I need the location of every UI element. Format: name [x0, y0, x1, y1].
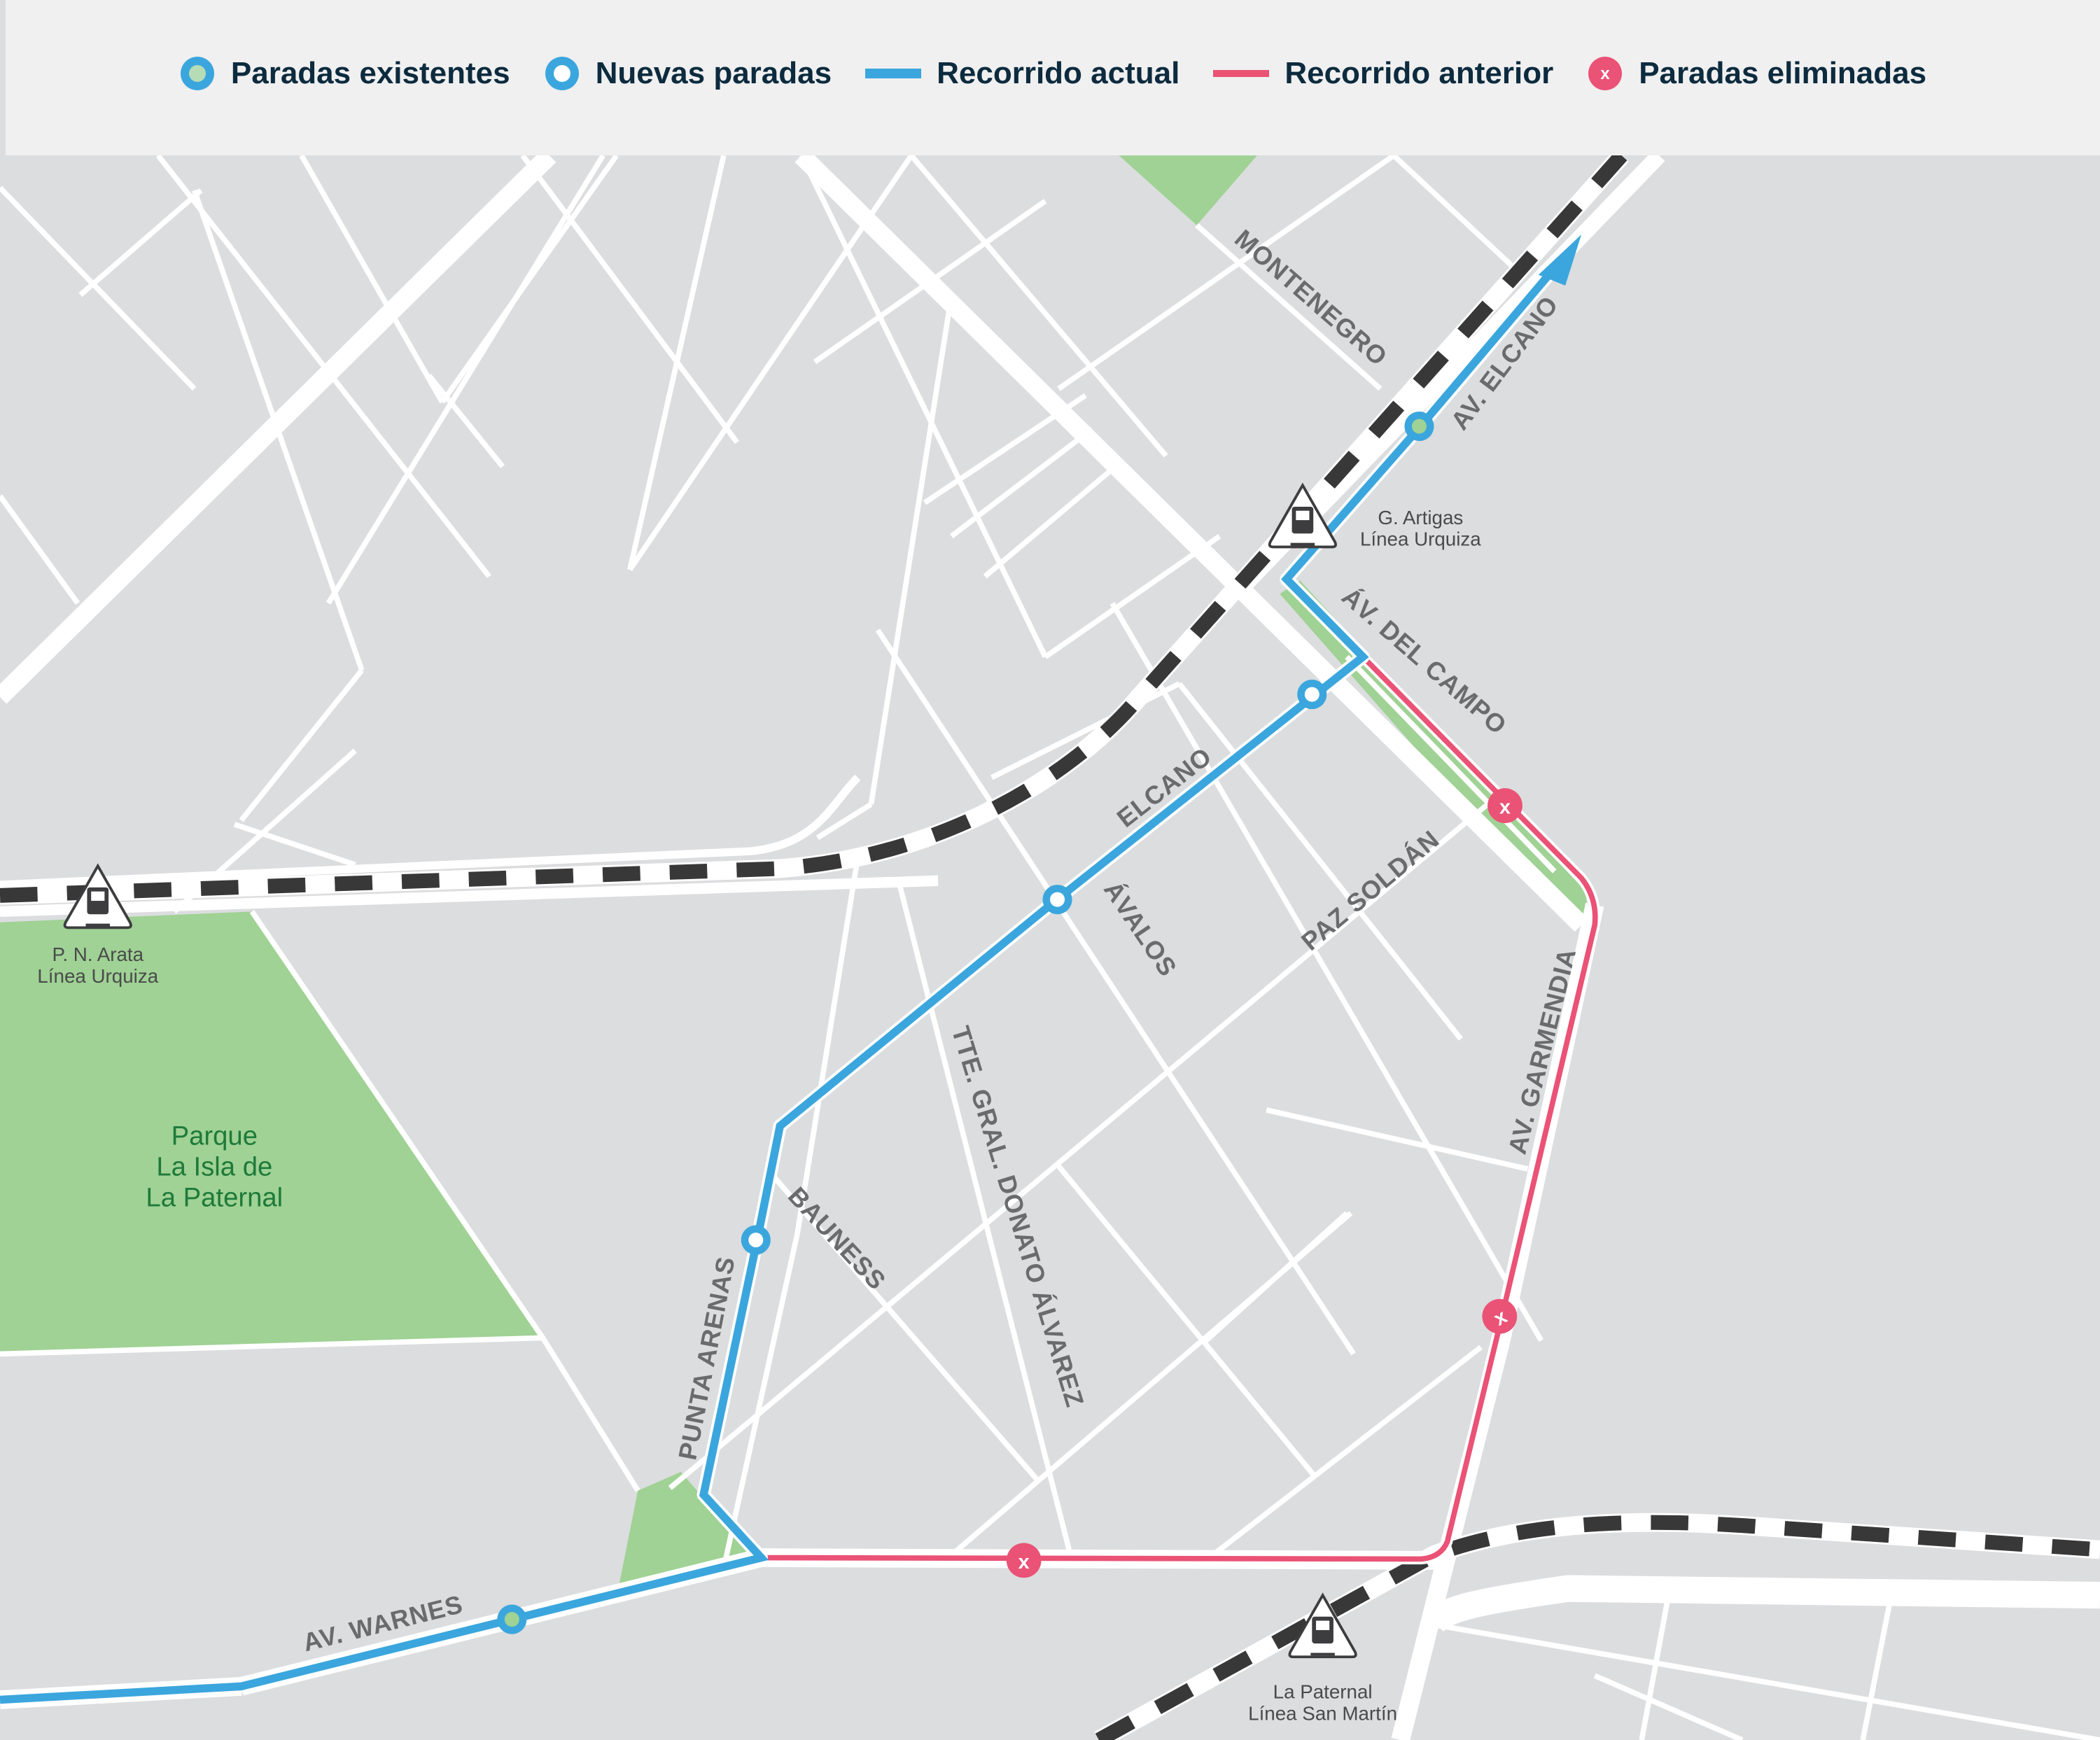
ring-green-center-icon	[180, 57, 214, 90]
pink-line-icon	[1213, 70, 1270, 77]
svg-text:x: x	[1499, 797, 1511, 819]
existing-stop[interactable]	[497, 1604, 527, 1634]
legend-label: Paradas existentes	[230, 56, 510, 90]
station-name: G. Artigas	[1378, 507, 1463, 528]
park-label: Parque La Isla de La Paternal	[146, 1121, 283, 1213]
legend-new-stops: Nuevas paradas	[544, 55, 832, 92]
legend-label: Recorrido anterior	[1284, 56, 1554, 90]
station-line: Línea Urquiza	[37, 965, 158, 987]
route-direction-arrow-icon	[1538, 234, 1582, 286]
park-la-isla	[0, 911, 543, 1354]
new-stop[interactable]	[1042, 885, 1072, 915]
svg-text:La Isla de: La Isla de	[156, 1152, 272, 1182]
removed-stop[interactable]: x	[1482, 1298, 1518, 1334]
legend-label: Nuevas paradas	[595, 56, 832, 90]
rail-lines	[0, 149, 2100, 1740]
station-la-paternal[interactable]: La Paternal Línea San Martín	[1248, 1592, 1397, 1724]
new-stop[interactable]	[1297, 680, 1327, 710]
legend: Paradas existentes Nuevas paradas Recorr…	[6, 0, 2100, 155]
previous-route	[761, 653, 1601, 1565]
svg-text:Parque: Parque	[172, 1121, 258, 1151]
ring-white-center-icon	[545, 57, 579, 90]
legend-previous-route: Recorrido anterior	[1213, 56, 1553, 91]
new-stop[interactable]	[741, 1225, 771, 1255]
current-route	[0, 234, 1582, 1707]
blue-line-icon	[865, 69, 922, 78]
removed-stop[interactable]: x	[1006, 1543, 1042, 1578]
existing-stop[interactable]	[1404, 411, 1434, 442]
station-pn-arata[interactable]: P. N. Arata Línea Urquiza	[37, 863, 159, 987]
station-line: Línea Urquiza	[1360, 528, 1481, 550]
stops: x x x	[497, 411, 1522, 1634]
svg-text:x: x	[1601, 64, 1611, 83]
park-warnes-triangle	[619, 1471, 753, 1585]
removed-stop[interactable]: x	[1488, 788, 1522, 823]
station-line: Línea San Martín	[1248, 1702, 1397, 1724]
train-icon	[1288, 1592, 1357, 1659]
legend-existing-stops: Paradas existentes	[179, 55, 510, 92]
minor-streets	[0, 153, 2100, 1740]
station-name: P. N. Arata	[52, 943, 144, 965]
pink-x-circle-icon: x	[1588, 57, 1623, 90]
train-icon	[63, 863, 132, 929]
station-name: La Paternal	[1273, 1681, 1373, 1703]
legend-current-route: Recorrido actual	[865, 56, 1180, 91]
train-icon	[1268, 482, 1337, 549]
station-g-artigas[interactable]: G. Artigas Línea Urquiza	[1268, 482, 1482, 550]
legend-label: Paradas eliminadas	[1639, 56, 1927, 90]
svg-text:x: x	[1018, 1551, 1030, 1573]
svg-text:La Paternal: La Paternal	[146, 1183, 283, 1213]
park-top	[1119, 155, 1257, 225]
legend-removed-stops: x Paradas eliminadas	[1587, 55, 1926, 92]
legend-label: Recorrido actual	[937, 56, 1180, 90]
